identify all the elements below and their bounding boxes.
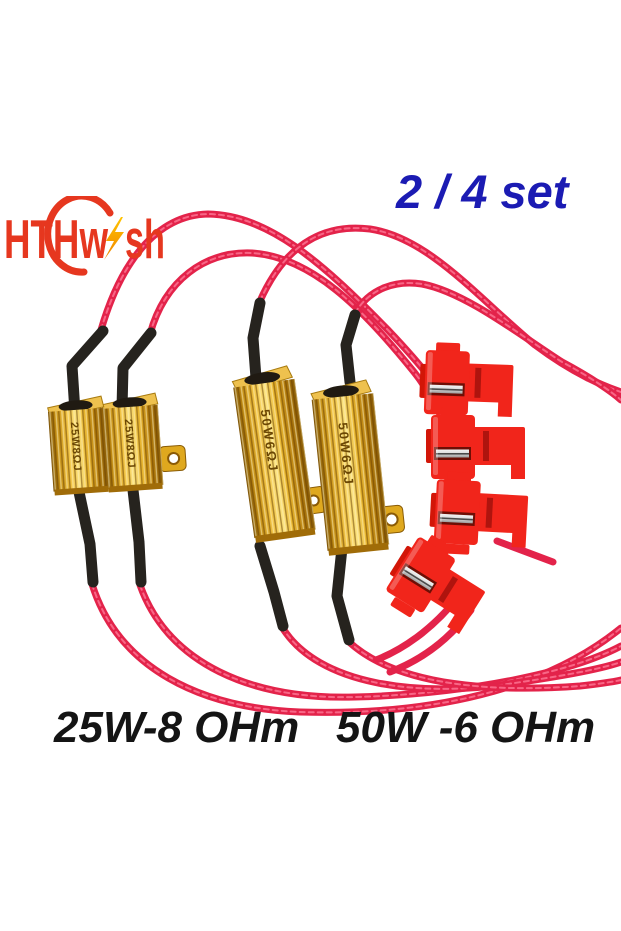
resistor-bottom	[328, 542, 389, 556]
hinged-cover	[473, 427, 525, 479]
red-wire-braid	[139, 584, 621, 699]
red-wire-braid	[259, 227, 621, 393]
wire-harness-bottom	[88, 537, 621, 716]
mounting-hole	[167, 451, 181, 465]
lead-exit	[112, 397, 147, 409]
blade-slit	[429, 388, 463, 391]
spec-label-25w: 25W-8 OHm	[54, 703, 300, 752]
resistor-marking: 50W6ΩJ	[335, 422, 357, 487]
resistor-50w: 50W6ΩJ	[231, 365, 328, 543]
heat-shrink-lead	[73, 486, 99, 588]
wire-tap-connector	[429, 471, 529, 555]
resistor-50w: 50W6ΩJ	[310, 379, 405, 556]
resistor-leads	[66, 297, 361, 646]
resistor-fins	[101, 404, 164, 489]
wire-channel-cap	[390, 597, 415, 618]
resistor-25w: 25W8ΩJ	[101, 392, 187, 493]
resistor-25w: 25W8ΩJ	[47, 395, 110, 496]
lead-exit	[58, 400, 93, 412]
heat-shrink-lead	[340, 309, 361, 388]
lightning-bolt-icon	[104, 217, 124, 260]
resistor-bottom	[108, 482, 163, 493]
body-highlight	[435, 481, 444, 540]
logo-swoosh-icon	[44, 196, 114, 276]
heat-shrink-lead	[247, 297, 266, 384]
logo-text-right: sh	[125, 208, 165, 270]
cover-groove	[485, 497, 494, 528]
brand-logo: HTHw sh	[4, 196, 165, 276]
heat-shrink-lead	[331, 542, 355, 646]
resistor-fins	[311, 393, 390, 551]
blade-slit	[439, 517, 473, 521]
wire-tap-connector	[426, 407, 525, 489]
spec-label-50w: 50W -6 OHm	[336, 703, 596, 752]
body-highlight	[433, 417, 438, 475]
heat-shrink-lead	[66, 325, 109, 418]
resistor-fins	[47, 407, 110, 492]
red-wire-stub	[493, 537, 557, 566]
wire-channel-cap	[426, 535, 452, 557]
hinged-cover	[466, 363, 514, 418]
resistor-marking: 25W8ΩJ	[68, 422, 83, 472]
connector-body	[423, 350, 470, 416]
heat-shrink-lead	[254, 540, 289, 632]
red-wire-braid	[354, 282, 621, 401]
resistor-bottom	[255, 527, 316, 543]
red-wire	[146, 249, 463, 484]
resistor-fins	[233, 378, 316, 539]
cover-groove	[483, 431, 489, 461]
body-highlight	[389, 539, 424, 590]
body-highlight	[425, 352, 433, 411]
red-wire-braid	[347, 640, 621, 690]
cover-groove	[474, 367, 482, 398]
heat-shrink-lead	[127, 484, 147, 588]
hinged-cover	[429, 568, 485, 635]
side-flange	[390, 545, 414, 578]
blade-slit	[436, 453, 469, 455]
set-count-label: 2 / 4 set	[396, 165, 569, 218]
wire-channel-cap	[445, 543, 470, 555]
logo-text-left: HTHw	[4, 208, 108, 270]
wire-tap-connector	[419, 342, 514, 426]
resistor-bottom	[54, 485, 109, 496]
heat-shrink-lead	[116, 327, 157, 414]
lead-exit	[244, 371, 281, 385]
wire-tap-connector	[386, 535, 485, 635]
red-wire-braid	[281, 626, 621, 690]
resistor-marking: 25W8ΩJ	[122, 419, 137, 469]
lead-exit	[323, 385, 359, 398]
blade-slit	[403, 569, 433, 589]
cover-groove	[438, 576, 459, 603]
